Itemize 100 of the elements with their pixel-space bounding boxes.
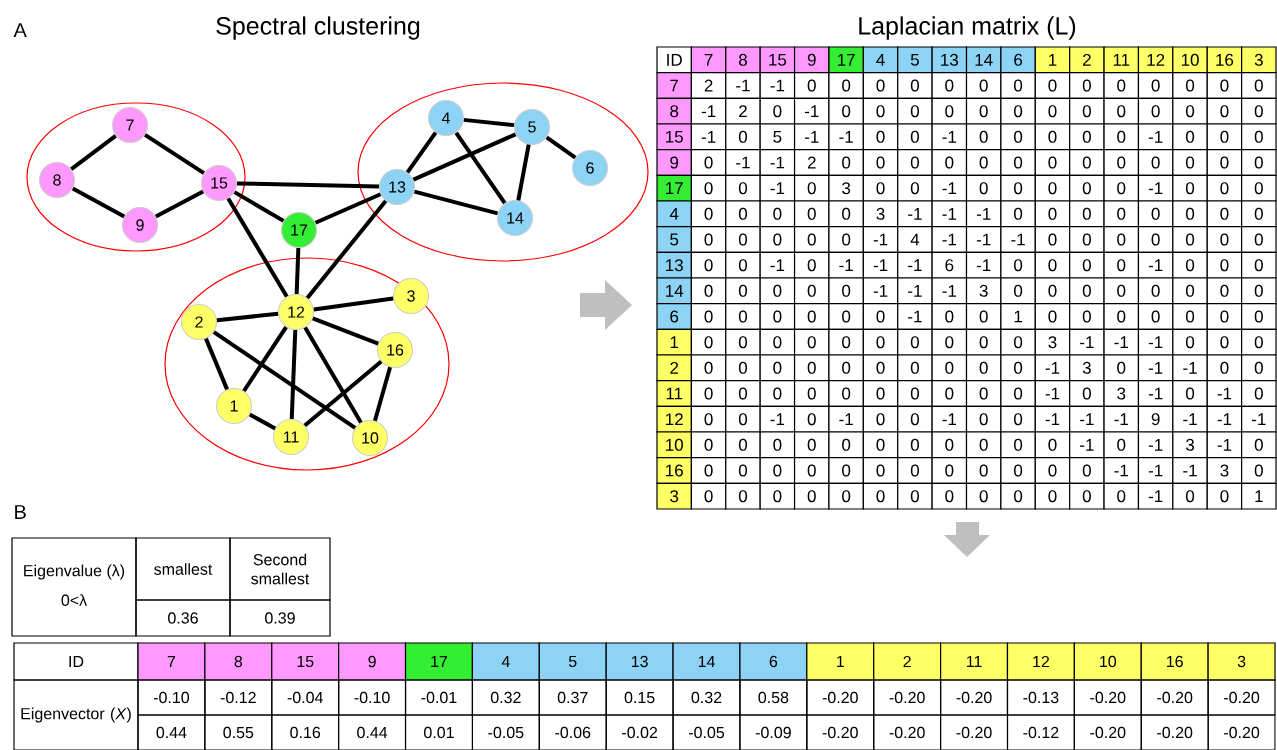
matrix-cell: 0 [1103,354,1140,382]
matrix-cell: -1 [1172,354,1208,382]
header-cell: 13 [931,46,968,74]
graph-edge [70,134,117,171]
matrix-cell: 3 [862,200,899,228]
graph-edge [545,135,577,160]
matrix-cell: 0 [965,328,1002,356]
matrix-cell: 0 [725,405,761,433]
header-cell: 9 [338,642,407,681]
matrix-cell: 0 [965,97,1002,125]
matrix-cell: -1 [1137,482,1174,510]
graph-edge [289,329,298,420]
matrix-cell: -1 [690,97,727,125]
matrix-cell: 0 [897,149,933,176]
matrix-cell: 0 [1069,277,1105,305]
table-cell: -0.20 [806,679,875,716]
table-cell: 0.39 [229,599,331,637]
matrix-cell: 0 [1103,123,1140,151]
header-cell: 16 [1140,642,1209,681]
matrix-cell: 0 [1034,482,1071,510]
matrix-cell: 0 [862,405,899,433]
matrix-cell: -1 [965,251,1002,279]
matrix-cell: 0 [1103,277,1140,305]
matrix-cell: 0 [1000,72,1036,99]
matrix-cell: 0 [828,457,864,484]
matrix-cell: 0 [931,457,968,484]
matrix-cell: 0 [1069,72,1105,99]
matrix-cell: -1 [965,200,1002,228]
matrix-cell: 0 [1206,123,1243,151]
matrix-cell: 0 [793,482,830,510]
header-cell: 1 [1034,46,1071,74]
header-cell: 2 [656,354,692,382]
table-cell: 0.44 [137,714,206,750]
matrix-cell: -1 [828,405,864,433]
matrix-cell: 0 [1103,482,1140,510]
matrix-cell: 9 [1137,405,1174,433]
graph-node: 8 [39,162,75,198]
matrix-cell: -1 [1172,405,1208,433]
matrix-cell: 0 [690,251,727,279]
matrix-cell: 0 [1103,97,1140,125]
table-cell: -0.20 [940,714,1009,750]
matrix-cell: 0 [1069,123,1105,151]
matrix-cell: 0 [931,380,968,407]
matrix-cell: 0 [725,303,761,330]
matrix-cell: -1 [1206,405,1243,433]
matrix-cell: 0 [1241,97,1277,125]
matrix-cell: 0 [690,226,727,253]
header-cell: 16 [656,457,692,484]
matrix-cell: 0 [1137,277,1174,305]
graph-edge [154,189,205,219]
matrix-cell: 0 [759,380,796,407]
matrix-cell: 0 [793,277,830,305]
matrix-cell: 3 [1206,457,1243,484]
table-cell: -0.20 [1207,714,1276,750]
graph-node: 4 [428,100,464,136]
matrix-cell: 0 [897,482,933,510]
graph-edge [305,199,388,300]
graph-edge [405,131,438,174]
matrix-cell: 0 [862,328,899,356]
matrix-cell: 0 [1034,174,1071,202]
matrix-cell: 0 [1206,174,1243,202]
matrix-cell: 0 [862,482,899,510]
matrix-cell: -1 [1103,457,1140,484]
graph-edge [233,190,285,223]
matrix-cell: 0 [690,174,727,202]
matrix-cell: -1 [1137,251,1174,279]
matrix-cell: 0 [897,431,933,459]
matrix-cell: 0 [1034,277,1071,305]
matrix-cell: 0 [1206,200,1243,228]
matrix-cell: -1 [1172,457,1208,484]
header-cell: 13 [656,251,692,279]
matrix-cell: 0 [1172,251,1208,279]
panel-title: Laplacian matrix (L) [859,16,1076,40]
matrix-cell: -1 [897,200,933,228]
matrix-cell: 0 [759,200,796,228]
matrix-cell: 0 [759,277,796,305]
header-cell: 10 [1172,46,1208,74]
graph-node: 17 [281,212,317,248]
matrix-cell: 0 [793,303,830,330]
table-cell: -0.01 [404,679,474,716]
table-cell: -0.20 [873,714,942,750]
matrix-cell: 0 [1206,482,1243,510]
matrix-cell: 0 [690,405,727,433]
matrix-cell: 0 [828,354,864,382]
matrix-cell: -1 [897,303,933,330]
matrix-cell: 2 [690,72,727,99]
matrix-cell: 0 [793,380,830,407]
graph-node: 13 [379,169,415,205]
matrix-cell: 0 [1241,431,1277,459]
panel-label: B [15,505,26,519]
matrix-cell: 0 [828,200,864,228]
table-cell: 0.16 [271,714,340,750]
matrix-cell: 0 [725,277,761,305]
matrix-cell: 3 [828,174,864,202]
header-cell: 4 [862,46,899,74]
graph-node: 14 [497,200,533,236]
matrix-cell: 0 [828,226,864,253]
matrix-cell: 0 [1137,97,1174,125]
matrix-cell: 0 [828,277,864,305]
matrix-cell: 0 [725,226,761,253]
